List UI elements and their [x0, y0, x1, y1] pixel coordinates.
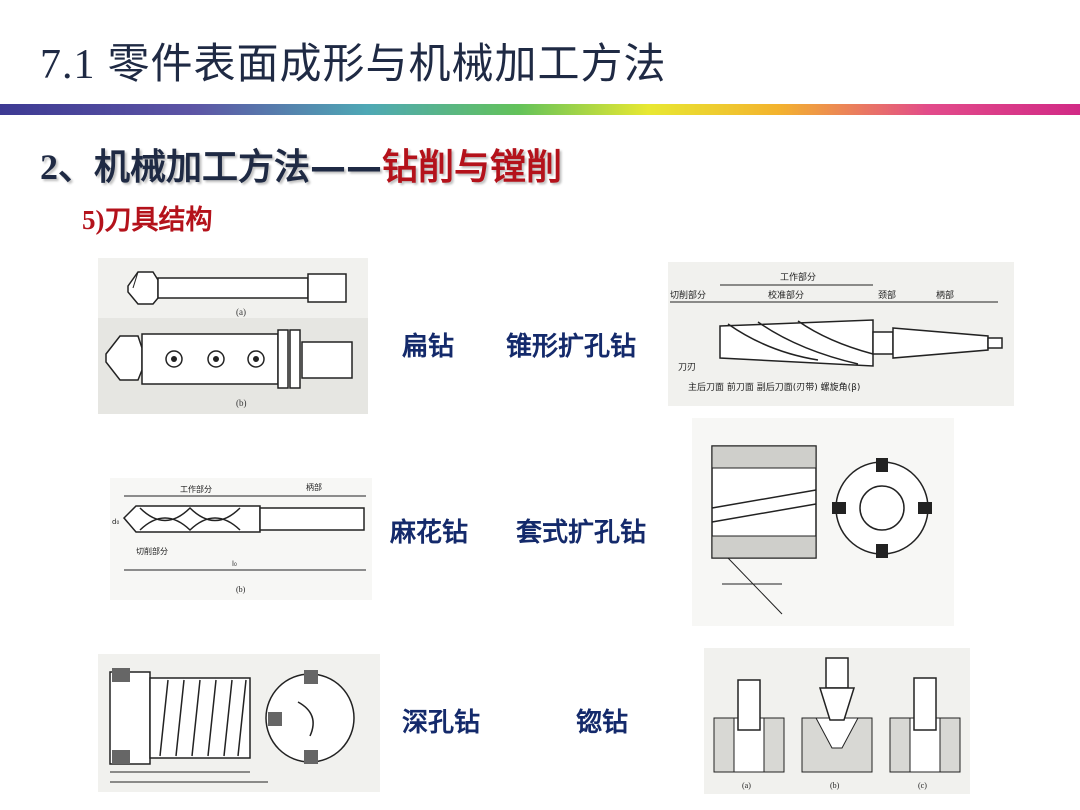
label-twist-drill: 麻花钻	[390, 518, 469, 548]
label-flat-drill: 扁钻	[402, 332, 455, 362]
deep-hole-drill-figure	[98, 654, 380, 792]
subsection-heading: 5)刀具结构	[82, 198, 213, 237]
title-number: 7.1	[40, 42, 96, 88]
subsection-number: 5)	[82, 205, 105, 235]
shell-reamer-figure	[692, 418, 954, 626]
flat-drill-caption-a: (a)	[236, 307, 246, 317]
taper-shank: 柄部	[936, 289, 954, 301]
twist-drill-figure: 工作部分 柄部 d₀ 切削部分 l₀ (b)	[110, 478, 372, 600]
subsection-title: 刀具结构	[104, 205, 213, 236]
countersink-caption-a: (a)	[742, 781, 751, 790]
taper-cutting-part: 切削部分	[670, 289, 706, 301]
svg-text:d₀: d₀	[112, 518, 119, 526]
label-taper-reamer: 锥形扩孔钻	[506, 332, 637, 362]
taper-neck: 颈部	[878, 289, 896, 301]
taper-work-part: 工作部分	[780, 271, 816, 283]
title-divider	[0, 104, 1080, 115]
taper-edge: 刀刃	[678, 363, 696, 373]
twist-work-part: 工作部分	[180, 484, 212, 494]
taper-reamer-figure: 工作部分 切削部分 校准部分 颈部 柄部 刀刃 主后刀面 前刀面 副后刀面(刃带…	[668, 262, 1014, 406]
label-shell-reamer: 套式扩孔钻	[516, 518, 647, 548]
svg-text:l₀: l₀	[232, 560, 237, 568]
label-deep-hole-drill: 深孔钻	[402, 708, 481, 738]
label-countersink: 锪钻	[576, 708, 629, 738]
twist-cutting-part: 切削部分	[136, 546, 168, 556]
section-number: 2、	[40, 147, 95, 187]
section-title-part1: 机械加工方法——	[94, 147, 383, 188]
countersink-caption-c: (c)	[918, 781, 927, 790]
taper-calibration-part: 校准部分	[768, 289, 804, 301]
countersink-caption-b: (b)	[830, 781, 840, 790]
twist-shank: 柄部	[306, 482, 322, 492]
taper-bottom-labels: 主后刀面 前刀面 副后刀面(刃带) 螺旋角(β)	[688, 381, 860, 393]
flat-drill-caption-b: (b)	[236, 398, 247, 408]
section-title-part2: 钻削与镗削	[382, 147, 563, 188]
section-heading: 2、机械加工方法——钻削与镗削	[40, 138, 562, 190]
flat-drill-figure: (a) (b)	[98, 258, 368, 414]
twist-caption: (b)	[236, 585, 246, 594]
title-text: 零件表面成形与机械加工方法	[107, 39, 667, 88]
countersink-figure: (a) (b) (c)	[704, 648, 970, 794]
